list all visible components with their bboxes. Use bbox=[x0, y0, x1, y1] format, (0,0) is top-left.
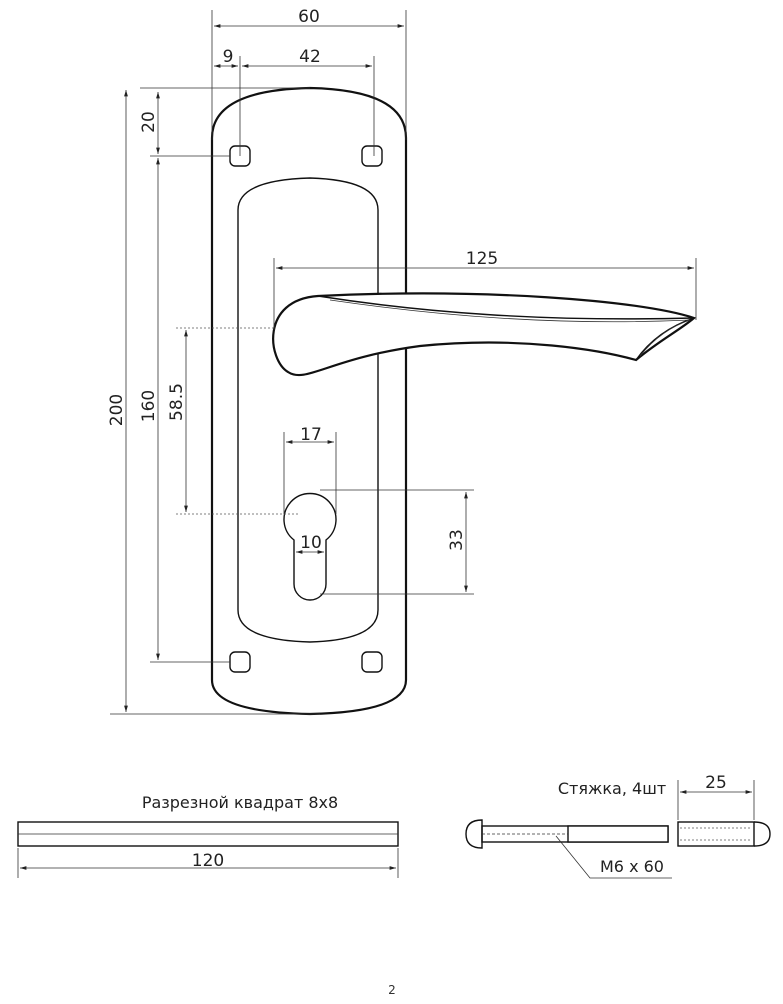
backplate bbox=[210, 86, 408, 716]
dim-hole-spacing-v: 160 bbox=[139, 390, 159, 422]
page-number: 2 bbox=[388, 983, 396, 997]
dim-key-height: 33 bbox=[447, 529, 467, 551]
dim-top-offset: 20 bbox=[139, 111, 159, 133]
dim-hole-spacing-h: 42 bbox=[299, 47, 321, 67]
spindle-length: 120 bbox=[192, 851, 224, 871]
dim-hole-offset: 9 bbox=[223, 47, 234, 67]
dim-key-width: 17 bbox=[300, 425, 322, 445]
spindle-label: Разрезной квадрат 8х8 bbox=[142, 793, 338, 812]
bolt-size: М6 х 60 bbox=[600, 857, 664, 876]
spindle-bar bbox=[17, 821, 399, 878]
screw-holes bbox=[229, 145, 383, 673]
dim-height-total: 200 bbox=[107, 394, 127, 426]
bolt-assembly bbox=[465, 780, 771, 879]
cylinder-hole bbox=[283, 492, 337, 601]
dim-key-slot: 10 bbox=[300, 533, 322, 553]
dim-handle-length: 125 bbox=[466, 249, 498, 269]
dim-handle-to-key: 58.5 bbox=[167, 383, 187, 421]
bolt-label: Стяжка, 4шт bbox=[558, 779, 666, 798]
bolt-length: 25 bbox=[705, 773, 727, 793]
dimension-lines bbox=[110, 10, 697, 715]
lever-handle bbox=[272, 292, 697, 377]
dim-width-total: 60 bbox=[298, 7, 320, 27]
